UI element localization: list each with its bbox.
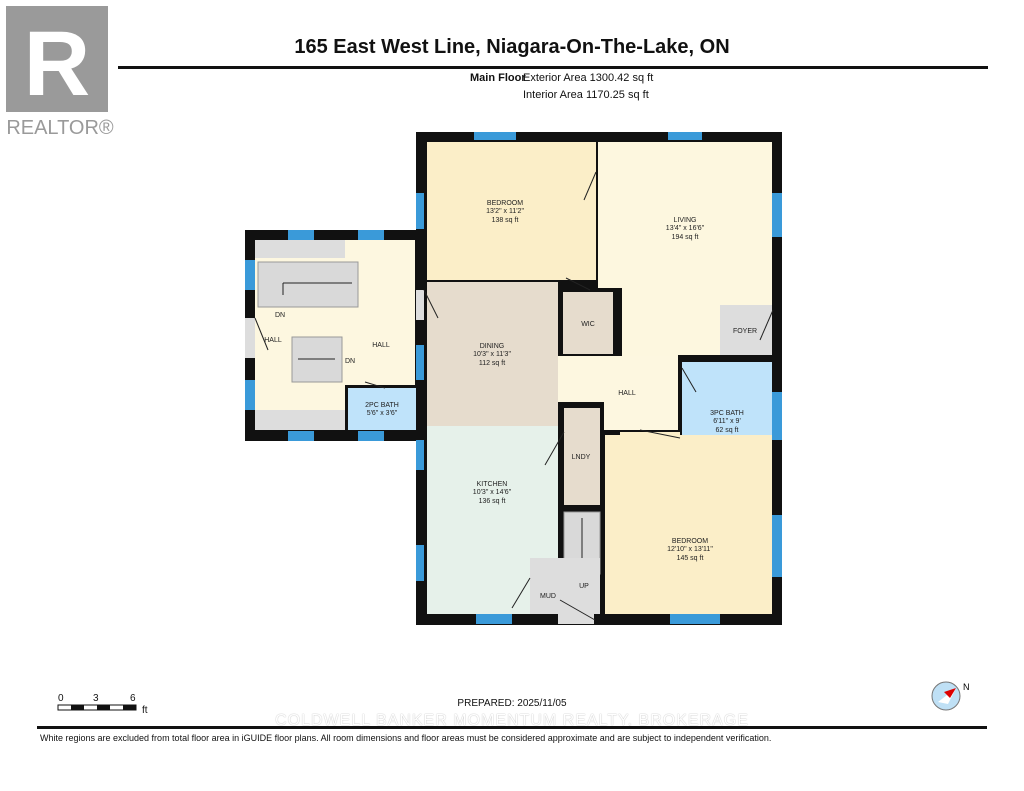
room-dims: 12'10" x 13'11" <box>667 546 713 553</box>
room-dims: 13'4" x 16'6" <box>666 225 705 232</box>
room-dims: 5'6" x 3'6" <box>367 410 398 417</box>
disclaimer: White regions are excluded from total fl… <box>40 733 772 743</box>
scale-label: 3 <box>93 693 99 704</box>
room-label: UP <box>579 583 589 590</box>
room-wic <box>563 292 613 354</box>
realtor-logo-icon: R REALTOR® <box>6 6 114 139</box>
room-2pc-bath <box>348 388 416 430</box>
room-bedroom-2 <box>605 435 772 614</box>
divider <box>118 66 988 69</box>
prepared-date: PREPARED: 2025/11/05 <box>457 698 567 709</box>
logo-text: REALTOR® <box>6 117 114 139</box>
room-label: BEDROOM <box>487 200 523 207</box>
room-label: LNDY <box>572 454 591 461</box>
page-title: 165 East West Line, Niagara-On-The-Lake,… <box>294 36 730 58</box>
doors <box>245 171 774 624</box>
room-dims: 10'3" x 11'3" <box>473 351 511 358</box>
room-label: KITCHEN <box>477 481 508 488</box>
room-label: FOYER <box>733 328 757 335</box>
compass-label: N <box>963 682 970 692</box>
floor-name: Main Floor <box>470 72 526 84</box>
scale-bar: 0 3 6 ft <box>57 693 148 716</box>
stairs-label: DN <box>345 358 355 365</box>
windows <box>245 132 782 624</box>
room-bedroom <box>427 142 596 280</box>
room-area: 136 sq ft <box>479 498 506 505</box>
room-label: HALL <box>264 337 282 344</box>
watermark: COLDWELL BANKER MOMENTUM REALTY, BROKERA… <box>275 712 749 729</box>
scale-label: 0 <box>58 693 64 704</box>
room-label: DINING <box>480 343 505 350</box>
room-label: 3PC BATH <box>710 410 744 417</box>
stairs-down-icon <box>257 261 359 308</box>
room-label: HALL <box>618 390 636 397</box>
room-dims: 6'11" x 9' <box>713 418 741 425</box>
room-dims: 10'3" x 14'6" <box>473 489 512 496</box>
room-label: LIVING <box>674 217 697 224</box>
compass-icon: N <box>931 681 970 711</box>
room-laundry <box>564 408 600 505</box>
room-label: BEDROOM <box>672 538 708 545</box>
scale-unit: ft <box>142 705 148 716</box>
room-label: HALL <box>372 342 390 349</box>
stairs-label: DN <box>275 312 285 319</box>
realtor-logo: R REALTOR® <box>0 0 120 140</box>
footer-graphics: 0 3 6 ft N <box>57 681 970 716</box>
room-foyer <box>720 305 772 355</box>
room-area: 145 sq ft <box>677 555 704 562</box>
room-dining <box>427 282 558 426</box>
room-label: 2PC BATH <box>365 402 399 409</box>
room-area: 112 sq ft <box>479 360 505 367</box>
scale-label: 6 <box>130 693 136 704</box>
interior-area: Interior Area 1170.25 sq ft <box>523 89 649 101</box>
room-dims: 13'2" x 11'2" <box>486 208 524 215</box>
logo-letter: R <box>24 13 90 115</box>
room-mud <box>530 558 600 614</box>
room-area: 62 sq ft <box>716 427 739 434</box>
room-area: 138 sq ft <box>492 217 519 224</box>
room-area: 194 sq ft <box>672 234 699 241</box>
room-label: WIC <box>581 321 595 328</box>
room-label: MUD <box>540 593 556 600</box>
floor-plan: BEDROOM 13'2" x 11'2" 138 sq ft LIVING 1… <box>245 132 782 625</box>
exterior-area: Exterior Area 1300.42 sq ft <box>523 72 654 84</box>
divider <box>37 726 987 729</box>
